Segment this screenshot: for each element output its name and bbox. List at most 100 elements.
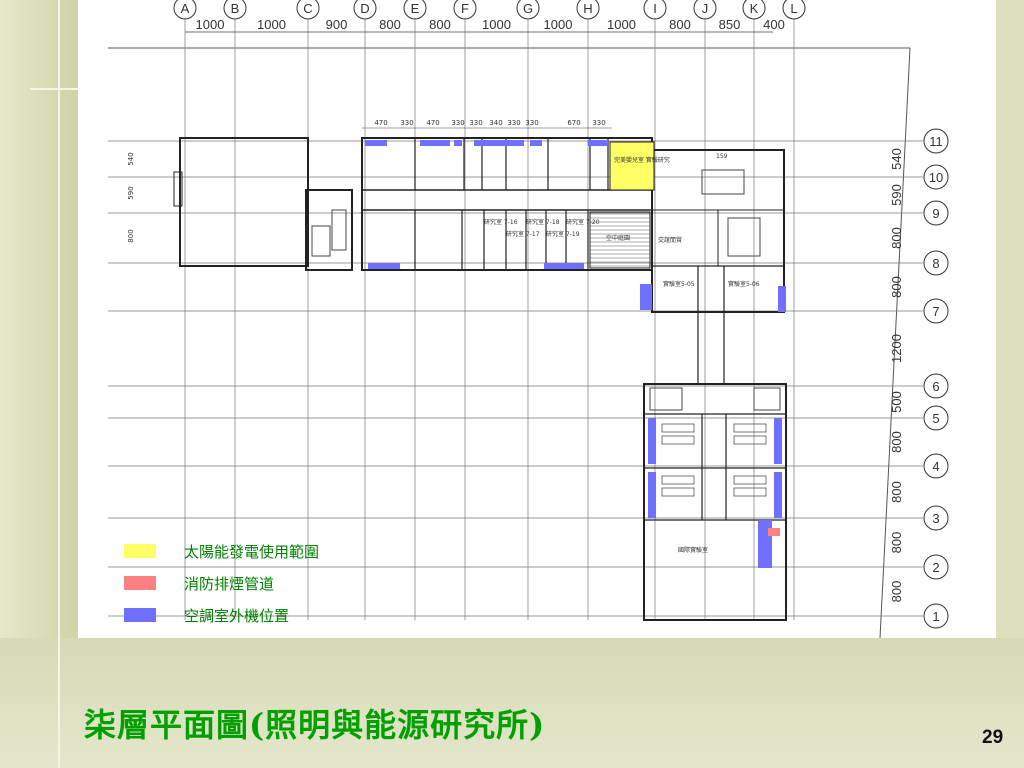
row-bubble-label-10: 10 bbox=[929, 170, 943, 185]
column-bubble-B bbox=[223, 0, 247, 20]
west-elevator bbox=[331, 209, 347, 251]
column-spacing-1: 1000 bbox=[257, 17, 286, 32]
legend-label-smoke: 消防排煙管道 bbox=[184, 574, 275, 593]
east-junction-wall bbox=[651, 149, 785, 313]
top-dim-2: 470 bbox=[426, 119, 439, 127]
column-bubble-label-H: H bbox=[583, 1, 592, 16]
label-international-lab: 國際實驗室 bbox=[678, 546, 708, 554]
row-bubble-label-6: 6 bbox=[932, 379, 939, 394]
label-lab-506: 實驗室5-06 bbox=[728, 280, 760, 288]
row-spacing-3: 800 bbox=[889, 276, 904, 298]
column-bubble-label-L: L bbox=[790, 1, 797, 16]
label-159: 159 bbox=[716, 153, 728, 160]
label-room-720: 研究室 7-20 bbox=[566, 218, 600, 226]
column-bubble-label-F: F bbox=[461, 1, 469, 16]
column-spacing-8: 800 bbox=[669, 17, 691, 32]
column-spacing-4: 800 bbox=[429, 17, 451, 32]
legend-swatch-ac bbox=[124, 608, 156, 622]
column-spacing-7: 1000 bbox=[607, 17, 636, 32]
row-bubble-9 bbox=[923, 200, 949, 226]
column-bubble-label-E: E bbox=[411, 1, 420, 16]
column-bubble-D bbox=[353, 0, 377, 20]
east-stair bbox=[701, 169, 745, 195]
slide-title: 柒層平面圖(照明與能源研究所) bbox=[84, 706, 546, 744]
row-spacing-2: 800 bbox=[889, 227, 904, 249]
top-dim-7: 330 bbox=[525, 119, 538, 127]
column-spacing-5: 1000 bbox=[482, 17, 511, 32]
row-bubble-7 bbox=[923, 298, 949, 324]
label-solar-room: 完美嬰兒室 實驗研究 bbox=[614, 156, 670, 164]
row-bubble-label-5: 5 bbox=[932, 411, 939, 426]
row-spacing-8: 800 bbox=[889, 532, 904, 554]
column-bubble-F bbox=[453, 0, 477, 20]
south-stair bbox=[649, 387, 683, 411]
top-dim-3: 330 bbox=[451, 119, 464, 127]
label-sky-garden: 空中庭園 bbox=[606, 234, 630, 242]
column-bubble-G bbox=[516, 0, 540, 20]
row-spacing-7: 800 bbox=[889, 481, 904, 503]
column-bubble-label-B: B bbox=[231, 1, 240, 16]
row-bubble-2 bbox=[923, 554, 949, 580]
smoke-shaft bbox=[768, 528, 780, 536]
label-exchange-room: 交誼閒賞 bbox=[658, 236, 682, 244]
row-spacing-6: 800 bbox=[889, 431, 904, 453]
row-bubble-8 bbox=[923, 250, 949, 276]
top-dim-4: 330 bbox=[469, 119, 482, 127]
west-entrance bbox=[173, 171, 183, 207]
column-spacing-2: 900 bbox=[326, 17, 348, 32]
column-bubble-J bbox=[693, 0, 717, 20]
label-lab-505: 實驗室5-05 bbox=[663, 280, 695, 288]
west-block-wall bbox=[179, 137, 309, 267]
column-bubble-label-I: I bbox=[653, 1, 657, 16]
restroom bbox=[727, 217, 761, 257]
legend-label-solar: 太陽能發電使用範圍 bbox=[184, 542, 320, 561]
vertical-grid-lines bbox=[184, 18, 795, 620]
column-bubble-label-G: G bbox=[523, 1, 533, 16]
column-bubble-E bbox=[403, 0, 427, 20]
column-spacing-10: 400 bbox=[763, 17, 785, 32]
legend-swatch-smoke bbox=[124, 576, 156, 590]
row-bubble-5 bbox=[923, 405, 949, 431]
legend-item-ac: 空調室外機位置 bbox=[124, 599, 319, 631]
column-bubble-label-A: A bbox=[181, 1, 190, 16]
top-dim-1: 330 bbox=[400, 119, 413, 127]
background-bottom bbox=[0, 638, 1024, 768]
row-bubble-1 bbox=[923, 603, 949, 629]
legend: 太陽能發電使用範圍 消防排煙管道 空調室外機位置 bbox=[124, 535, 319, 631]
column-spacing-3: 800 bbox=[379, 17, 401, 32]
column-bubble-L bbox=[782, 0, 806, 20]
horizontal-grid-lines bbox=[108, 140, 923, 617]
west-core-wall bbox=[305, 189, 353, 271]
row-spacing-9: 800 bbox=[889, 581, 904, 603]
row-bubble-label-3: 3 bbox=[932, 511, 939, 526]
label-room-718: 研究室 7-18 bbox=[526, 218, 560, 226]
legend-swatch-solar bbox=[124, 544, 156, 558]
row-bubble-label-8: 8 bbox=[932, 256, 939, 271]
decorative-line-vertical bbox=[58, 0, 60, 768]
sky-garden-area bbox=[589, 211, 651, 269]
solar-area bbox=[609, 141, 655, 191]
row-bubble-3 bbox=[923, 505, 949, 531]
row-bubble-label-2: 2 bbox=[932, 560, 939, 575]
row-spacing-5: 500 bbox=[889, 391, 904, 413]
row-spacing-4: 1200 bbox=[889, 334, 904, 363]
legend-item-smoke: 消防排煙管道 bbox=[124, 567, 319, 599]
row-bubble-label-4: 4 bbox=[932, 459, 939, 474]
column-bubble-label-K: K bbox=[750, 1, 759, 16]
label-room-719: 研究室 7-19 bbox=[546, 230, 580, 238]
label-room-717: 研究室 7-17 bbox=[506, 230, 540, 238]
left-dim-2: 800 bbox=[127, 229, 135, 242]
row-bubble-label-11: 11 bbox=[929, 134, 943, 149]
top-dim-6: 330 bbox=[507, 119, 520, 127]
column-bubble-C bbox=[296, 0, 320, 20]
row-bubble-label-1: 1 bbox=[932, 609, 939, 624]
row-bubble-label-7: 7 bbox=[932, 304, 939, 319]
site-boundary-right bbox=[879, 47, 911, 638]
page-number: 29 bbox=[982, 727, 1004, 748]
